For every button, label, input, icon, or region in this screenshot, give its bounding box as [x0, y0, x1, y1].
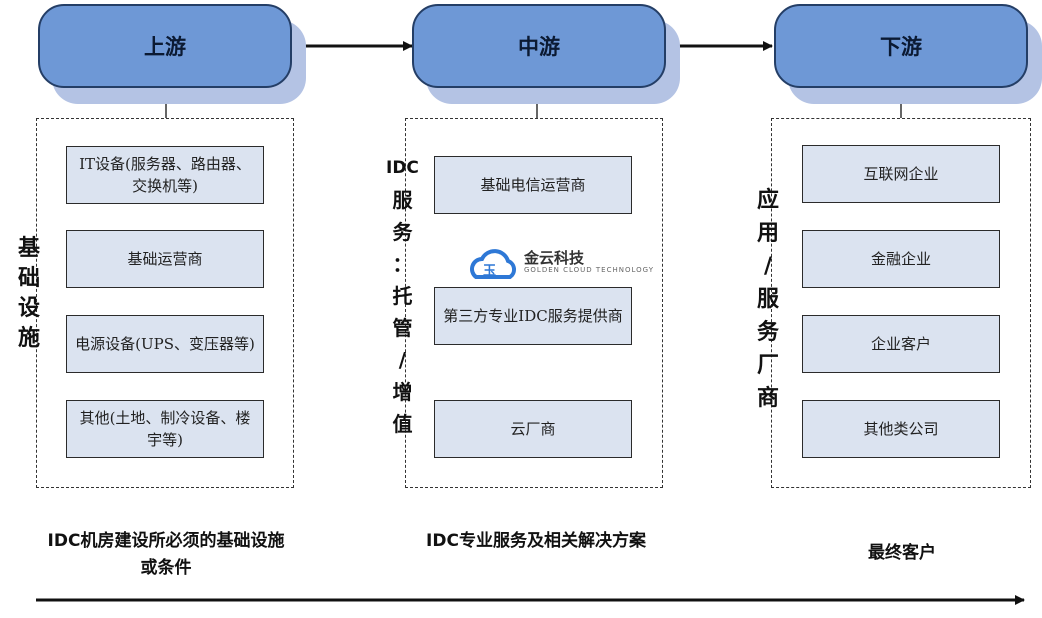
side-char: 增: [392, 380, 413, 404]
downstream-item-enterprise-customers: 企业客户: [802, 315, 1000, 373]
midstream-item-cloud-vendor: 云厂商: [434, 400, 632, 458]
stage-downstream: 下游: [774, 4, 1028, 88]
downstream-side-label: 应 用 / 服 务 厂 商: [757, 184, 779, 415]
midstream-item-third-party-idc: 第三方专业IDC服务提供商: [434, 287, 632, 345]
side-char: 托: [392, 284, 413, 308]
upstream-frame: [36, 118, 294, 488]
side-char: 用: [757, 221, 780, 246]
cloud-logo-icon: 玉: [470, 249, 516, 279]
downstream-frame: [771, 118, 1031, 488]
midstream-caption: IDC专业服务及相关解决方案: [426, 531, 646, 551]
downstream-item-other-companies: 其他类公司: [802, 400, 1000, 458]
side-char: 服: [757, 287, 780, 312]
side-char: ：: [392, 252, 413, 276]
side-char: 施: [18, 326, 41, 351]
midstream-item-telecom-operator: 基础电信运营商: [434, 156, 632, 214]
midstream-side-label: IDC 服 务 ： 托 管 / 增 值: [386, 152, 419, 440]
side-char: 基: [18, 236, 41, 261]
side-char: 商: [757, 386, 780, 411]
svg-text:玉: 玉: [483, 264, 496, 279]
stage-downstream-title: 下游: [880, 35, 922, 59]
upstream-item-basic-operator: 基础运营商: [66, 230, 264, 288]
side-char: 服: [392, 188, 413, 212]
side-char: 厂: [757, 353, 780, 378]
watermark-name: 金云科技: [524, 249, 585, 267]
side-char: /: [398, 348, 407, 372]
watermark-sub: GOLDEN CLOUD TECHNOLOGY: [524, 266, 655, 274]
downstream-item-finance-companies: 金融企业: [802, 230, 1000, 288]
side-char: 值: [392, 412, 413, 436]
stage-upstream-title: 上游: [144, 35, 186, 59]
midstream-frame: [405, 118, 663, 488]
downstream-item-internet-companies: 互联网企业: [802, 145, 1000, 203]
stage-midstream: 中游: [412, 4, 666, 88]
side-char: 务: [392, 220, 413, 244]
upstream-side-label: 基 础 设 施: [18, 234, 40, 354]
upstream-item-other: 其他(土地、制冷设备、楼宇等): [66, 400, 264, 458]
side-char: /: [763, 254, 773, 279]
upstream-item-power-equipment: 电源设备(UPS、变压器等): [66, 315, 264, 373]
upstream-item-it-equipment: IT设备(服务器、路由器、交换机等): [66, 146, 264, 204]
downstream-caption: 最终客户: [868, 543, 936, 563]
side-char: 应: [757, 188, 780, 213]
side-char: 设: [18, 296, 41, 321]
stage-midstream-title: 中游: [518, 35, 560, 59]
side-latin: IDC: [386, 158, 419, 178]
upstream-caption: IDC机房建设所必须的基础设施或条件: [47, 531, 285, 578]
side-char: 础: [18, 266, 41, 291]
side-char: 管: [392, 316, 413, 340]
side-char: 务: [757, 320, 780, 345]
stage-upstream: 上游: [38, 4, 292, 88]
